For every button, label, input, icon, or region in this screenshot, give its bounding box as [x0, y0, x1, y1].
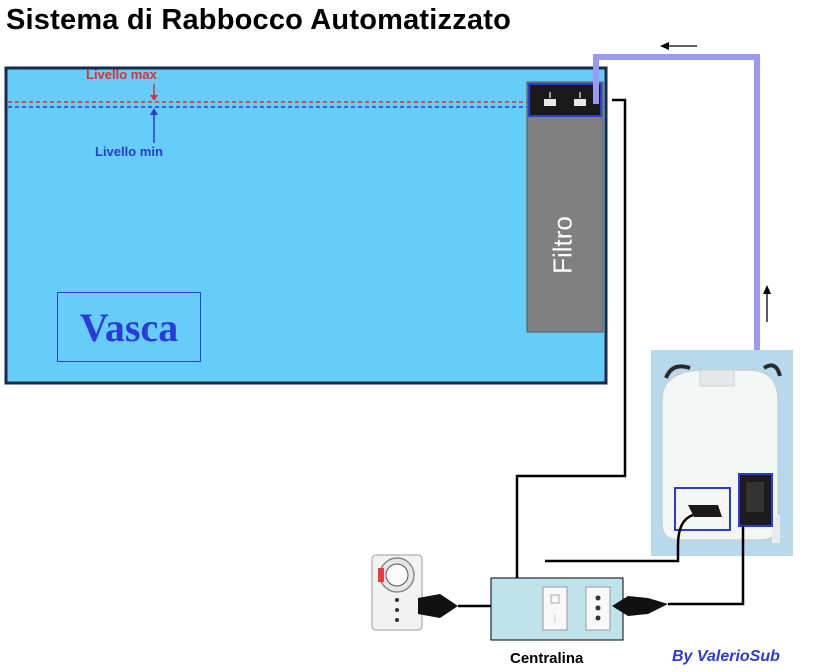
tank-label-box: Vasca	[57, 292, 201, 362]
arrow-down-icon	[150, 84, 158, 101]
switch-icon	[542, 586, 568, 631]
filter-label: Filtro	[547, 216, 578, 274]
arrow-left-icon	[660, 42, 697, 50]
controller-label: Centralina	[510, 650, 584, 667]
pump-cable	[668, 526, 745, 606]
page-title: Sistema di Rabbocco Automatizzato	[6, 4, 512, 36]
water-pipe	[593, 54, 760, 470]
filter	[526, 81, 604, 333]
float-switch-icon	[674, 487, 731, 531]
timer-plug-icon	[371, 554, 423, 631]
level-max-label: Livello max	[86, 67, 157, 82]
float-cable	[545, 513, 694, 563]
tank-label: Vasca	[79, 304, 179, 350]
power-plug-icon	[612, 596, 668, 616]
author-label: By ValerioSub	[672, 648, 780, 665]
arrow-up-icon	[763, 285, 771, 322]
pump-icon	[738, 473, 773, 527]
arrow-up-icon	[150, 108, 158, 143]
socket-icon	[585, 586, 611, 631]
tank	[4, 66, 608, 385]
float-switch-icon	[528, 83, 602, 117]
level-min-label: Livello min	[95, 144, 163, 159]
power-plug-icon	[418, 594, 491, 618]
sensor-cable	[515, 98, 627, 578]
